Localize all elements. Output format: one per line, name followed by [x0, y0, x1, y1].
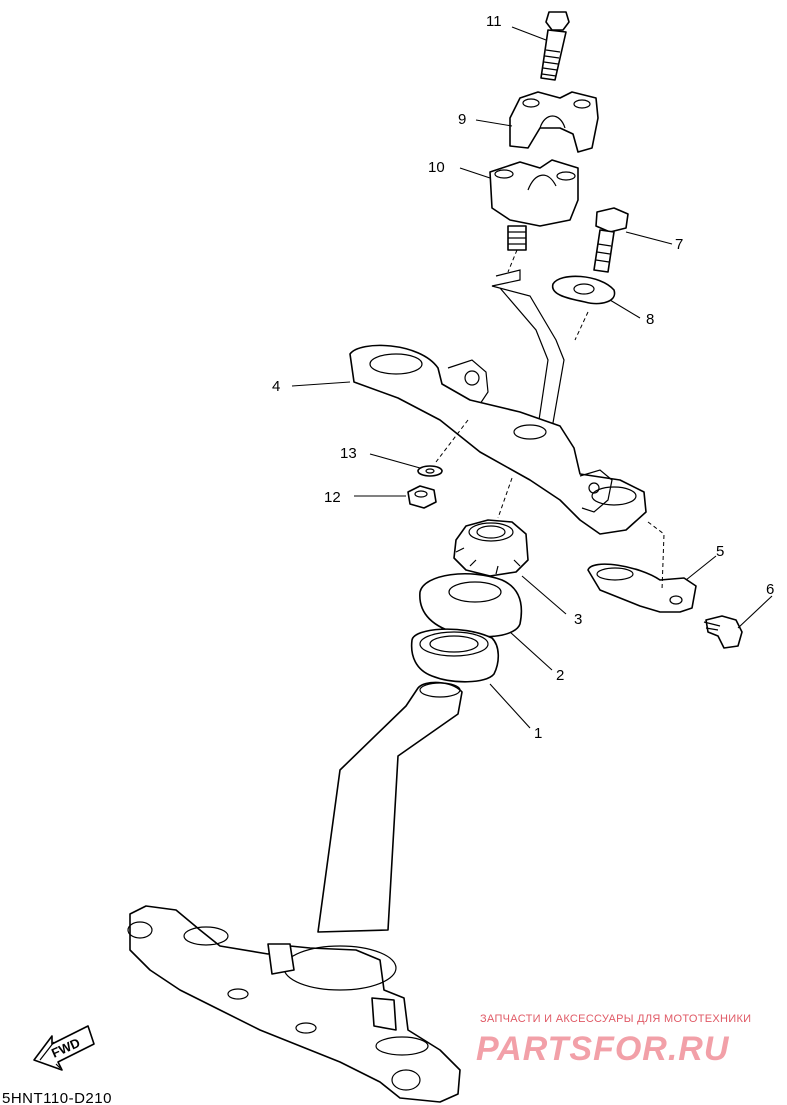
callout-labels: 11 9 10 7 8 4 13 12 5 6 3 2 1 — [272, 13, 774, 742]
part-6-bolt — [703, 615, 743, 649]
watermark: ЗАПЧАСТИ И АКСЕССУАРЫ ДЛЯ МОТОТЕХНИКИ PA… — [476, 1013, 751, 1068]
part-5-holder-bracket — [587, 563, 697, 613]
callout-2: 2 — [556, 667, 564, 684]
part-13-washer — [417, 465, 443, 477]
fwd-arrow: FWD — [33, 1025, 95, 1071]
part-11-bolt — [540, 11, 570, 81]
callout-12: 12 — [324, 489, 341, 506]
part-10-lower-holder — [489, 159, 579, 251]
assembly-lines — [435, 249, 665, 591]
leader-lines — [291, 26, 773, 729]
callout-3: 3 — [574, 611, 582, 628]
callout-1: 1 — [534, 725, 542, 742]
callout-11: 11 — [486, 13, 502, 30]
part-8-washer — [551, 275, 616, 305]
callout-5: 5 — [716, 543, 724, 560]
part-12-nut — [407, 485, 437, 509]
callout-7: 7 — [675, 236, 683, 253]
part-3-ring-nut — [453, 519, 529, 577]
watermark-tagline: ЗАПЧАСТИ И АКСЕССУАРЫ ДЛЯ МОТОТЕХНИКИ — [480, 1013, 751, 1025]
callout-13: 13 — [340, 445, 357, 462]
callout-6: 6 — [766, 581, 774, 598]
diagram-code: 5HNT110-D210 — [2, 1090, 112, 1105]
part-7-bolt — [593, 207, 629, 273]
part-9-upper-holder — [509, 91, 599, 153]
under-bracket-steering-stem — [127, 681, 463, 1103]
callout-8: 8 — [646, 311, 654, 328]
callout-4: 4 — [272, 378, 280, 395]
callout-9: 9 — [458, 111, 466, 128]
part-2-dust-seal — [419, 573, 523, 638]
watermark-brand: PARTSFOR.RU — [476, 1030, 730, 1068]
part-4-upper-bracket — [349, 344, 647, 535]
callout-10: 10 — [428, 159, 445, 176]
part-1-bearing — [410, 628, 500, 683]
